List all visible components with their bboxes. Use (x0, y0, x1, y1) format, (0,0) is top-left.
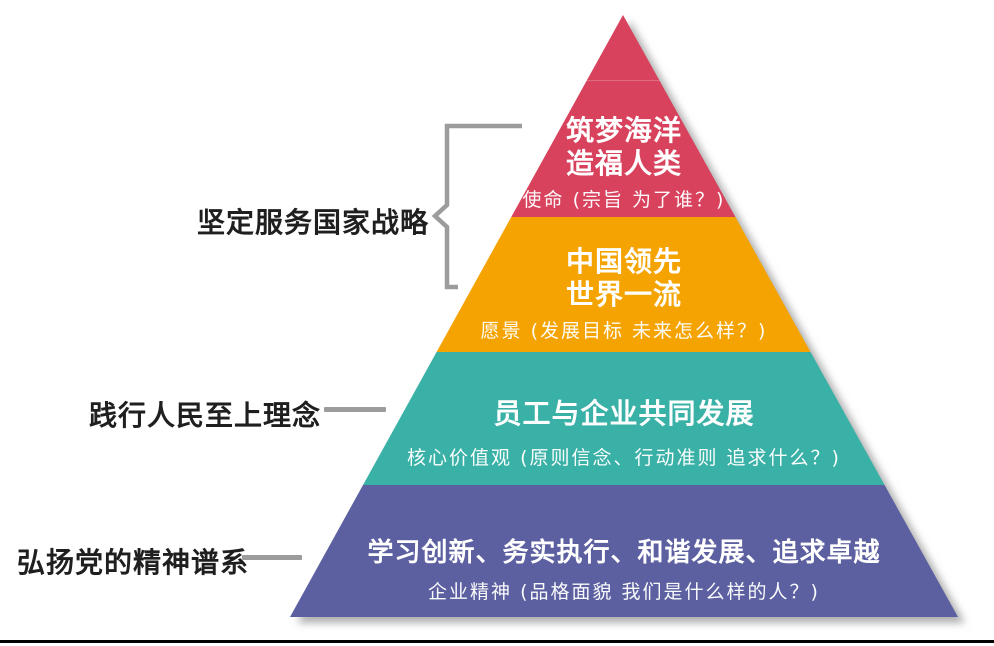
mission-title-line1: 筑梦海洋 (565, 114, 682, 147)
bottom-rule-line (0, 640, 994, 643)
dash-connector-icon (324, 407, 386, 412)
spirit-title: 学习创新、务实执行、和谐发展、追求卓越 (367, 538, 881, 568)
mission-title: 筑梦海洋 造福人类 (566, 114, 682, 180)
vision-title-line2: 世界一流 (565, 278, 682, 311)
pyramid-level-spirit: 学习创新、务实执行、和谐发展、追求卓越 企业精神 (品格面貌 我们是什么样的人？… (290, 485, 958, 617)
annotation-party-label: 弘扬党的精神谱系 (17, 546, 250, 579)
pyramid-level-mission: 筑梦海洋 造福人类 使命 (宗旨 为了谁？) (290, 15, 958, 217)
spirit-subtitle: 企业精神 (品格面貌 我们是什么样的人？) (428, 581, 820, 603)
brace-connector-icon (431, 123, 522, 290)
values-subtitle: 核心价值观 (原则信念、行动准则 追求什么？) (407, 447, 841, 469)
vision-title-line1: 中国领先 (565, 245, 682, 278)
vision-subtitle: 愿景 (发展目标 未来怎么样？) (480, 320, 768, 342)
pyramid-tip-seam (290, 80, 958, 81)
annotation-strategy-label: 坚定服务国家战略 (197, 206, 430, 239)
pyramid-shape: 筑梦海洋 造福人类 使命 (宗旨 为了谁？) 中国领先 世界一流 愿景 (发展目… (290, 15, 958, 617)
mission-subtitle: 使命 (宗旨 为了谁？) (522, 189, 726, 211)
vision-title: 中国领先 世界一流 (566, 245, 682, 311)
dash-connector-icon (242, 555, 302, 560)
annotation-people-label: 践行人民至上理念 (89, 399, 322, 432)
pyramid-level-values: 员工与企业共同发展 核心价值观 (原则信念、行动准则 追求什么？) (290, 352, 958, 485)
pyramid: 筑梦海洋 造福人类 使命 (宗旨 为了谁？) 中国领先 世界一流 愿景 (发展目… (290, 15, 958, 617)
mission-title-line2: 造福人类 (565, 147, 682, 180)
values-title: 员工与企业共同发展 (493, 397, 755, 430)
